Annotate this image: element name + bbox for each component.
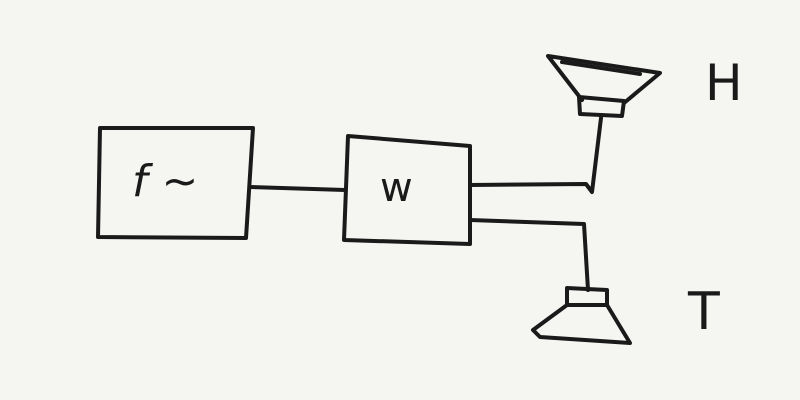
wire-filter-to-low-speaker	[468, 218, 590, 292]
wire-filter-to-high-speaker	[468, 116, 603, 194]
high-speaker-label: H	[705, 54, 743, 112]
generator-label: f ~	[132, 156, 199, 207]
low-speaker-label: T	[688, 282, 720, 342]
loudspeaker-icon	[546, 54, 662, 118]
loudspeaker-icon	[531, 286, 632, 345]
generator-box	[96, 126, 255, 240]
filter-box	[342, 134, 472, 246]
filter-label: w	[380, 165, 413, 211]
wire-generator-to-filter	[248, 185, 347, 192]
